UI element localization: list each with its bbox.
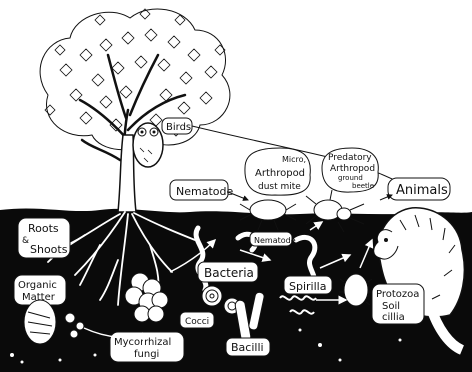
spirilla-label: Spirilla <box>289 280 326 293</box>
birds-label-box: Birds <box>161 117 193 135</box>
mycorrhizal-label-2: fungi <box>134 349 159 360</box>
nematode-label-box: Nematode <box>169 179 233 201</box>
micro-arthropod-label-3: dust mite <box>258 182 301 192</box>
bacilli-label-box: Bacilli <box>225 337 271 357</box>
beetle-illustration <box>305 189 365 233</box>
tree-canopy <box>39 8 231 151</box>
owl-illustration <box>132 122 164 168</box>
organic-label-2: Matter <box>22 292 56 303</box>
organic-matter-illustration <box>23 299 85 345</box>
micro-arthropod-label-2: Arthropod <box>255 168 305 179</box>
predatory-label-1: Predatory <box>328 153 372 163</box>
protozoa-label-3: cillia <box>382 312 405 323</box>
predatory-label-4: beetle <box>352 182 374 190</box>
soil-specks <box>10 328 402 364</box>
tree-trunk <box>117 134 137 213</box>
mycorrhizal-label-1: Mycorrhizal <box>114 337 171 348</box>
birds-label: Birds <box>166 122 191 133</box>
nematode-small-label-box: Nematode <box>249 231 296 247</box>
nematode-small-label: Nematode <box>254 236 296 245</box>
dust-mite-illustration <box>239 199 297 231</box>
roots-label-1: Roots <box>28 222 59 235</box>
animals-label: Animals <box>396 183 448 198</box>
micro-arthropod-label-1: Micro, <box>282 155 306 164</box>
organic-label-1: Organic <box>18 280 57 291</box>
animals-label-box: Animals <box>387 177 451 201</box>
roots-label-2: & <box>22 236 29 246</box>
cocci-label: Cocci <box>185 317 209 327</box>
bacteria-label-box: Bacteria <box>197 261 259 283</box>
bacilli-label: Bacilli <box>231 341 264 354</box>
spirilla-label-box: Spirilla <box>283 275 333 295</box>
above-ground-arrows <box>227 191 393 201</box>
predatory-label-2: Arthropod <box>330 164 375 174</box>
canopy-leaves <box>44 8 226 137</box>
micro-arthropod-label-box: Micro, Arthropod dust mite <box>244 147 311 196</box>
protozoa-label-1: Protozoa <box>376 289 419 300</box>
roots-label-3: Shoots <box>30 243 68 256</box>
protozoa-label-box: Protozoa Soil cillia <box>371 283 425 325</box>
predatory-label-3: ground <box>338 174 363 182</box>
soil-area <box>0 208 472 372</box>
spirilla-illustration <box>279 295 317 315</box>
nematode-top-label: Nematode <box>176 185 233 198</box>
protozoa-label-2: Soil <box>382 301 400 312</box>
predatory-arthropod-label-box: Predatory Arthropod ground beetle <box>321 147 379 193</box>
bacteria-label: Bacteria <box>204 266 254 280</box>
mycorrhizal-label-box: Mycorrhizal fungi <box>109 331 185 363</box>
cocci-label-box: Cocci <box>179 311 215 329</box>
food-web-arrows <box>83 221 374 342</box>
mycorrhizal-fungi-illustration <box>124 272 169 323</box>
roots-shoots-label-box: Roots & Shoots <box>17 217 71 259</box>
